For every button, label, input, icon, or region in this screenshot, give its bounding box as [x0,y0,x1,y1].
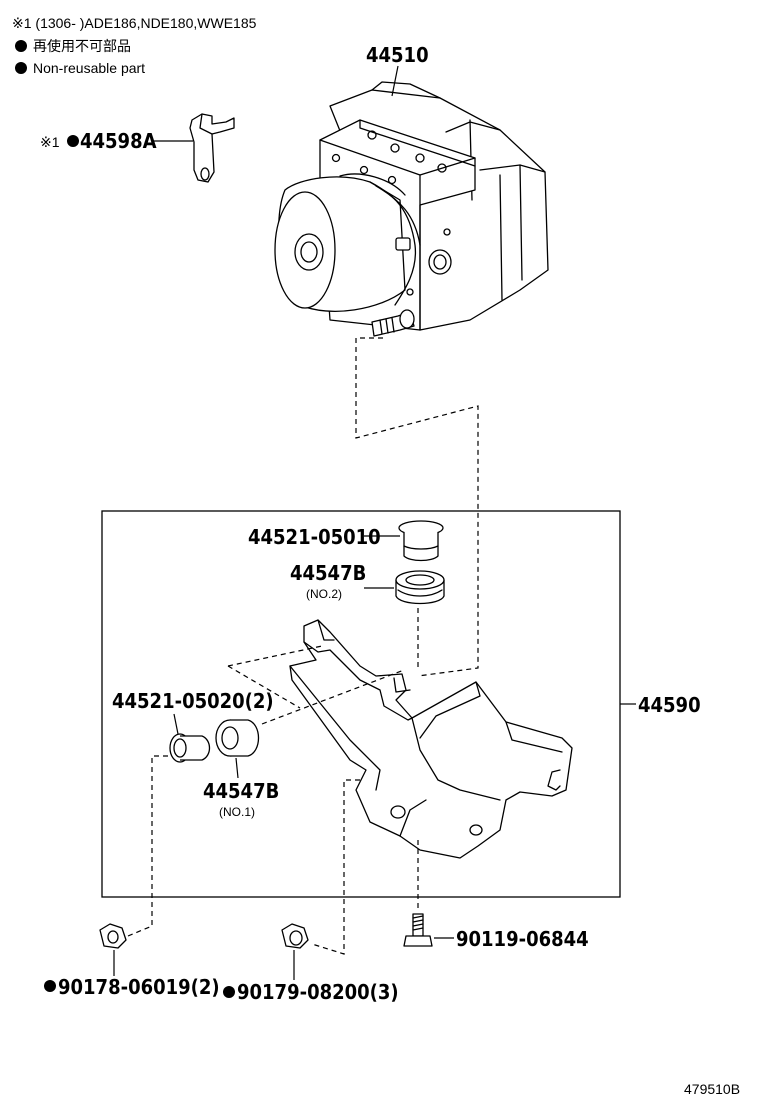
small-bracket-drawing [189,113,235,183]
nut-2-dash-line [311,779,360,955]
cushion-no1-leader-line [235,757,239,779]
actuator-assembly-drawing [274,81,549,337]
cushion-no2-callout: 44547B [290,561,366,585]
side-bolt-drawing [169,733,211,763]
cushion-no1-sub: (NO.1) [219,805,255,819]
diagram-id: 479510B [684,1081,740,1097]
top-bolt-callout: 44521-05010 [248,525,381,549]
bracket-assy-callout: 44590 [638,693,701,717]
nut-1-dash-line [127,755,168,937]
nut-1-callout: 90178-06019(2) [58,975,220,999]
bracket-part-prefix: ※1 [40,134,60,150]
side-bolt-callout: 44521-05020(2) [112,689,274,713]
side-bolt-axis-dash [261,669,405,725]
actuator-leader-line [391,65,399,97]
cushion-no2-sub: (NO.2) [306,587,342,601]
lower-bolt-drawing [403,913,433,947]
bracket-flange-dash [227,645,323,667]
nut-1-non-reusable-icon [44,980,56,992]
actuator-mount-dash-line [355,337,479,677]
nut-2-callout: 90179-08200(3) [237,980,399,1004]
non-reusable-jp-icon [15,40,27,52]
actuator-assy-callout: 44510 [366,43,429,67]
cushion-no1-callout: 44547B [203,779,279,803]
non-reusable-jp-label: 再使用不可部品 [33,38,131,54]
top-bolt-drawing [398,520,444,562]
cushion-no1-drawing [215,719,260,757]
bracket-part-non-reusable-icon [67,135,79,147]
bracket-part-callout: 44598A [80,129,157,153]
applicability-note: ※1 (1306- )ADE186,NDE180,WWE185 [12,15,257,31]
cushion-no2-drawing [395,570,445,605]
non-reusable-en-label: Non-reusable part [33,60,145,76]
nut-2-drawing [281,923,309,949]
lower-bolt-callout: 90119-06844 [456,927,589,951]
non-reusable-en-icon [15,62,27,74]
nut-2-non-reusable-icon [223,986,235,998]
bracket-body-drawing [289,619,573,859]
side-bolt-leader-line [173,713,179,735]
bracket-flange-dash-2 [227,665,301,709]
nut-1-drawing [99,923,127,949]
